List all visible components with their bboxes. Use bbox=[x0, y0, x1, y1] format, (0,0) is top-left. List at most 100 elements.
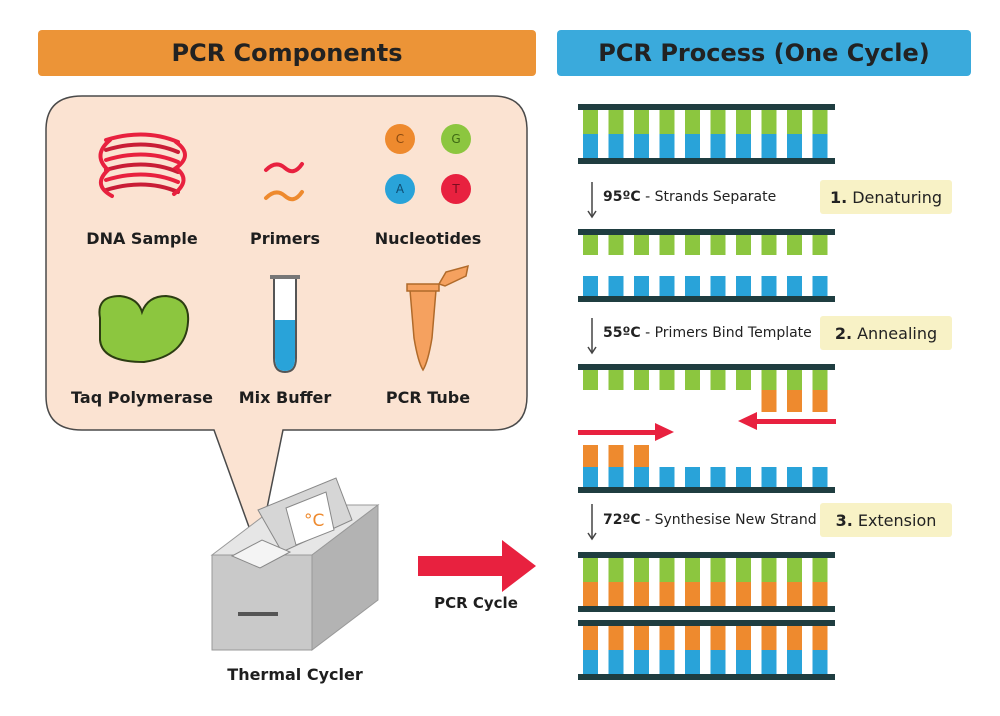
base-orange-primer bbox=[812, 390, 828, 412]
primers-icon bbox=[264, 162, 304, 202]
label-pcr-cycle: PCR Cycle bbox=[434, 594, 518, 612]
base-green bbox=[710, 235, 726, 255]
base-green bbox=[634, 110, 649, 134]
base-green bbox=[583, 110, 598, 134]
base-blue bbox=[736, 650, 751, 674]
base-green bbox=[812, 370, 828, 390]
base-orange bbox=[761, 626, 777, 650]
nucleotide-c: C bbox=[396, 132, 404, 146]
base-orange-primer bbox=[608, 445, 624, 467]
base-blue bbox=[710, 467, 726, 487]
base-blue bbox=[608, 650, 624, 674]
process-title-banner: PCR Process (One Cycle) bbox=[557, 30, 971, 76]
base-orange bbox=[812, 582, 828, 606]
badge-2-name: Annealing bbox=[857, 323, 938, 343]
base-orange-primer bbox=[761, 390, 777, 412]
base-green bbox=[710, 558, 726, 582]
base-blue bbox=[812, 134, 828, 158]
base-green bbox=[812, 110, 828, 134]
base-blue bbox=[710, 134, 726, 158]
base-blue bbox=[812, 276, 828, 296]
base-blue bbox=[787, 650, 802, 674]
step-1-temp: 95ºC bbox=[603, 189, 641, 205]
step-denaturing-text: 95ºC - Strands Separate bbox=[603, 189, 776, 205]
base-green bbox=[761, 110, 777, 134]
nucleotide-a: A bbox=[396, 182, 405, 196]
dna-strands bbox=[578, 104, 835, 680]
base-green bbox=[761, 370, 777, 390]
base-green bbox=[634, 235, 649, 255]
base-green bbox=[583, 558, 598, 582]
base-blue bbox=[685, 650, 700, 674]
base-orange-primer bbox=[634, 445, 649, 467]
base-green bbox=[761, 558, 777, 582]
base-blue bbox=[659, 276, 675, 296]
base-orange bbox=[761, 582, 777, 606]
base-blue bbox=[634, 134, 649, 158]
base-green bbox=[685, 558, 700, 582]
base-green bbox=[736, 370, 751, 390]
base-orange bbox=[608, 626, 624, 650]
badge-extension: 3.Extension bbox=[820, 503, 952, 537]
taq-polymerase-icon bbox=[98, 294, 190, 364]
nucleotide-t: T bbox=[451, 182, 460, 196]
base-green bbox=[787, 110, 802, 134]
primer-arrows bbox=[578, 412, 836, 441]
base-green bbox=[812, 558, 828, 582]
label-thermal-cycler: Thermal Cycler bbox=[227, 665, 363, 684]
thermal-cycler-icon: °C bbox=[210, 477, 380, 652]
base-blue bbox=[685, 467, 700, 487]
base-green bbox=[608, 110, 624, 134]
base-green bbox=[583, 370, 598, 390]
label-dna-sample: DNA Sample bbox=[86, 229, 198, 248]
base-blue bbox=[659, 650, 675, 674]
base-green bbox=[787, 370, 802, 390]
process-title: PCR Process (One Cycle) bbox=[598, 39, 930, 67]
base-orange bbox=[583, 582, 598, 606]
badge-3-name: Extension bbox=[857, 510, 937, 530]
base-green bbox=[787, 558, 802, 582]
base-orange bbox=[736, 582, 751, 606]
base-orange bbox=[710, 626, 726, 650]
base-orange bbox=[583, 626, 598, 650]
pcr-cycle-arrow bbox=[418, 540, 536, 592]
base-orange bbox=[659, 582, 675, 606]
badge-1-num: 1. bbox=[829, 187, 848, 207]
base-green bbox=[761, 235, 777, 255]
base-blue bbox=[787, 467, 802, 487]
base-blue bbox=[583, 650, 598, 674]
base-blue bbox=[634, 276, 649, 296]
base-orange bbox=[659, 626, 675, 650]
base-orange bbox=[787, 582, 802, 606]
strand-backbone bbox=[578, 364, 835, 370]
base-green bbox=[659, 235, 675, 255]
label-taq-polymerase: Taq Polymerase bbox=[71, 388, 213, 407]
base-green bbox=[608, 558, 624, 582]
label-pcr-tube: PCR Tube bbox=[385, 388, 471, 407]
base-orange bbox=[710, 582, 726, 606]
strand-backbone bbox=[578, 158, 835, 164]
base-green bbox=[685, 110, 700, 134]
base-blue bbox=[761, 276, 777, 296]
base-orange-primer bbox=[583, 445, 598, 467]
nucleotide-g: G bbox=[451, 132, 460, 146]
base-green bbox=[710, 110, 726, 134]
base-green bbox=[685, 370, 700, 390]
strand-backbone bbox=[578, 296, 835, 302]
strand-backbone bbox=[578, 552, 835, 558]
base-green bbox=[583, 235, 598, 255]
base-orange bbox=[685, 626, 700, 650]
strand-backbone bbox=[578, 620, 835, 626]
base-blue bbox=[583, 276, 598, 296]
step-extension-text: 72ºC - Synthesise New Strand bbox=[603, 512, 817, 528]
base-orange bbox=[634, 626, 649, 650]
badge-3-num: 3. bbox=[835, 510, 853, 530]
base-blue bbox=[659, 134, 675, 158]
base-green bbox=[787, 235, 802, 255]
step-annealing-text: 55ºC - Primers Bind Template bbox=[603, 325, 812, 341]
step-2-temp: 55ºC bbox=[603, 325, 641, 341]
nucleotides-icon: C G A T bbox=[385, 124, 471, 204]
components-title: PCR Components bbox=[171, 39, 403, 67]
label-primers: Primers bbox=[249, 229, 321, 248]
base-green bbox=[608, 370, 624, 390]
